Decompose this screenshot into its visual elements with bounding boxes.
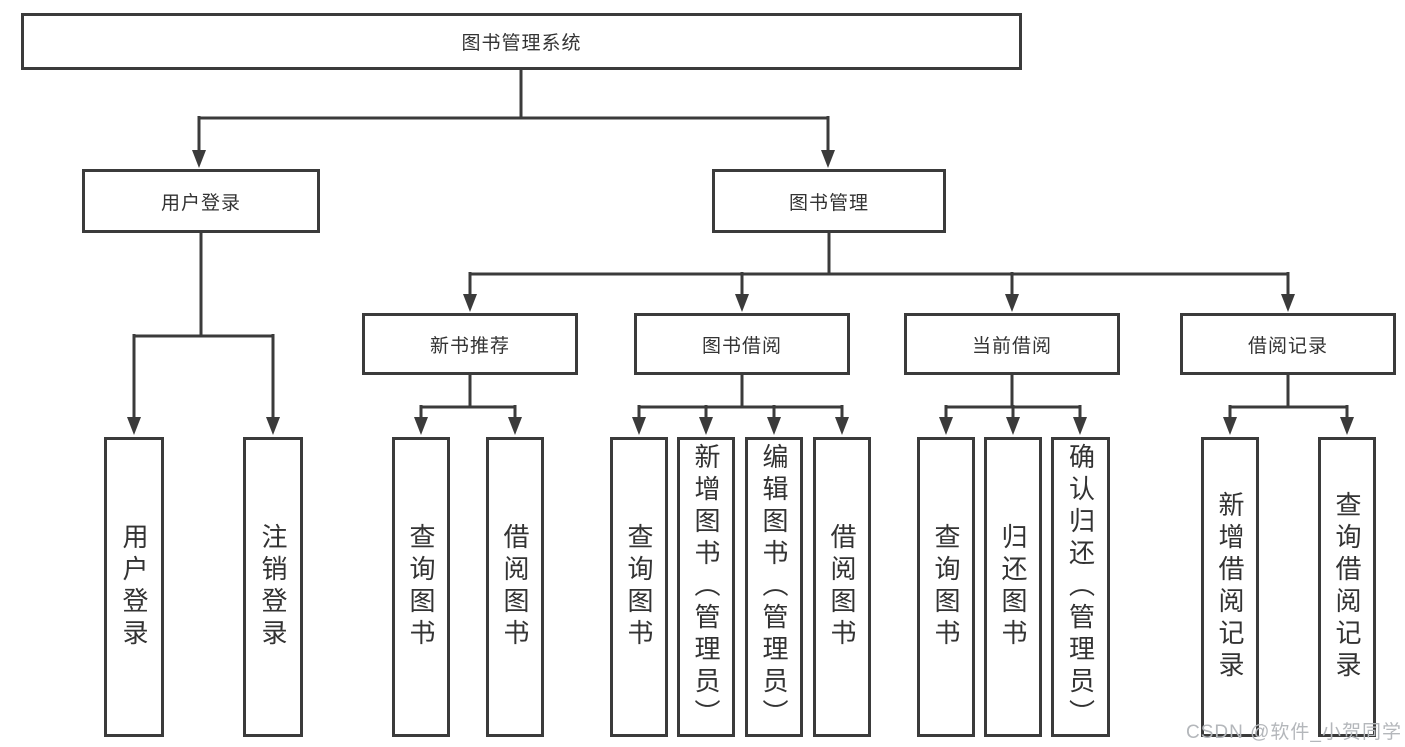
leaf-label: 查询图书	[406, 523, 436, 651]
connector-current-borrow-to-leaves	[939, 375, 1087, 435]
node-book-borrowing: 图书借阅	[634, 313, 850, 375]
node-library-management-system: 图书管理系统	[21, 13, 1022, 70]
node-book-management: 图书管理	[712, 169, 946, 233]
leaf-label: 查询图书	[624, 523, 654, 651]
node-label: 图书管理	[788, 192, 869, 214]
arrowhead	[699, 417, 713, 435]
connector-borrow-record-to-leaves	[1223, 375, 1354, 435]
node-label: 图书管理系统	[461, 33, 582, 54]
arrowhead	[1005, 294, 1019, 312]
arrowhead	[266, 417, 280, 435]
node-label: 图书借阅	[701, 335, 782, 357]
connector-root-to-level2	[192, 70, 835, 168]
leaf-query-books-recommend: 查询图书	[392, 437, 450, 737]
arrowhead	[1281, 294, 1295, 312]
node-label: 借阅记录	[1247, 335, 1328, 357]
node-borrowing-records: 借阅记录	[1180, 313, 1396, 375]
arrowhead	[767, 417, 781, 435]
node-new-book-recommendation: 新书推荐	[362, 313, 578, 375]
leaf-logout: 注销登录	[243, 437, 303, 737]
leaf-label: 归还图书	[998, 523, 1028, 651]
arrowhead	[1340, 417, 1354, 435]
leaf-label: 确认归还（管理员）	[1065, 443, 1096, 731]
node-label: 当前借阅	[971, 335, 1052, 357]
leaf-confirm-return-admin: 确认归还（管理员）	[1051, 437, 1110, 737]
connector-book-mgmt-to-level3	[463, 233, 1295, 312]
connector-user-login-to-leaves	[127, 233, 280, 435]
csdn-watermark: CSDN @软件_小贺同学	[1186, 722, 1402, 743]
arrowhead	[414, 417, 428, 435]
connector-book-borrow-to-leaves	[632, 375, 849, 435]
arrowhead	[1223, 417, 1237, 435]
leaf-label: 用户登录	[119, 523, 149, 651]
node-current-borrowing: 当前借阅	[904, 313, 1120, 375]
node-label: 用户登录	[160, 192, 241, 214]
arrowhead	[127, 417, 141, 435]
leaf-query-books-borrow: 查询图书	[610, 437, 668, 737]
arrowhead	[1006, 417, 1020, 435]
leaf-label: 注销登录	[258, 523, 288, 651]
arrowhead	[632, 417, 646, 435]
leaf-user-login: 用户登录	[104, 437, 164, 737]
leaf-edit-books-admin: 编辑图书（管理员）	[745, 437, 803, 737]
connector-new-book-to-leaves	[414, 375, 522, 435]
leaf-label: 编辑图书（管理员）	[759, 443, 789, 731]
leaf-add-books-admin: 新增图书（管理员）	[677, 437, 735, 737]
arrowhead	[821, 150, 835, 168]
leaf-query-books-current: 查询图书	[917, 437, 975, 737]
leaf-label: 查询借阅记录	[1332, 491, 1362, 683]
arrowhead	[463, 294, 477, 312]
leaf-return-books: 归还图书	[984, 437, 1042, 737]
leaf-label: 借阅图书	[827, 523, 857, 651]
node-user-login: 用户登录	[82, 169, 320, 233]
leaf-label: 借阅图书	[500, 523, 530, 651]
arrowhead	[835, 417, 849, 435]
node-label: 新书推荐	[429, 335, 510, 357]
leaf-borrow-books: 借阅图书	[813, 437, 871, 737]
leaf-label: 新增图书（管理员）	[691, 443, 721, 731]
leaf-add-borrow-record: 新增借阅记录	[1201, 437, 1259, 737]
leaf-query-borrow-record: 查询借阅记录	[1318, 437, 1376, 737]
arrowhead	[192, 150, 206, 168]
arrowhead	[1073, 417, 1087, 435]
arrowhead	[735, 294, 749, 312]
leaf-borrow-books-recommend: 借阅图书	[486, 437, 544, 737]
leaf-label: 查询图书	[931, 523, 961, 651]
arrowhead	[939, 417, 953, 435]
arrowhead	[508, 417, 522, 435]
leaf-label: 新增借阅记录	[1215, 491, 1245, 683]
